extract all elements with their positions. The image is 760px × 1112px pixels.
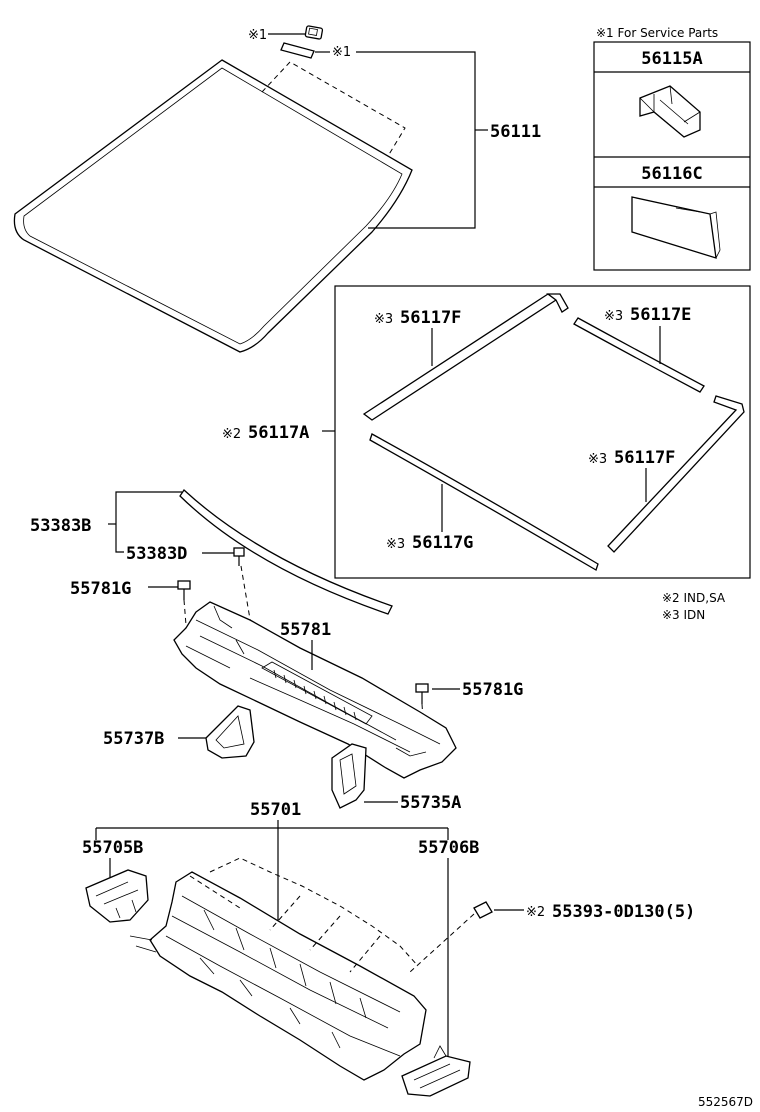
mark-1-sticker: ※1 <box>332 45 351 60</box>
moulding-56117E[interactable] <box>573 317 705 393</box>
cowl-louver-55781[interactable] <box>173 601 457 779</box>
moulding-56117F-top[interactable] <box>362 293 569 421</box>
callout-55701 <box>96 820 448 930</box>
part-label-55735A[interactable]: 55735A <box>400 793 461 813</box>
cowl-panel-55701[interactable] <box>129 871 427 1081</box>
part-label-56117G[interactable]: 56117G <box>412 533 473 553</box>
glass-sticker-part[interactable] <box>280 42 315 59</box>
callout-56111 <box>356 51 488 229</box>
screw-55781G-left[interactable] <box>177 580 191 600</box>
part-label-55781G-left[interactable]: 55781G <box>70 579 131 599</box>
diagram-id: 552567D <box>698 1095 753 1109</box>
moulding-kit-box <box>334 285 751 579</box>
bracket-55706B[interactable] <box>401 1045 471 1097</box>
part-label-56117A[interactable]: 56117A <box>248 423 309 443</box>
clip-56115A-drawing[interactable] <box>639 85 701 138</box>
part-label-56117F-right[interactable]: 56117F <box>614 448 675 468</box>
part-label-55705B[interactable]: 55705B <box>82 838 143 858</box>
seal-55735A[interactable] <box>331 743 367 809</box>
note-3: ※3 IDN <box>662 608 705 622</box>
bracket-55705B[interactable] <box>85 869 149 923</box>
service-parts-header: ※1 For Service Parts <box>596 26 718 40</box>
glass-clip-part[interactable] <box>304 25 324 40</box>
part-label-55393-0D130[interactable]: 55393-0D130(5) <box>552 902 695 922</box>
seal-55737B[interactable] <box>205 705 255 759</box>
mark-2-55393: ※2 <box>526 905 545 920</box>
clip-55393-0D130[interactable] <box>473 901 493 919</box>
part-label-55701[interactable]: 55701 <box>250 800 301 820</box>
part-label-56111[interactable]: 56111 <box>490 122 541 142</box>
mark-3-56117F-top: ※3 <box>374 312 393 327</box>
service-part-56115A-label[interactable]: 56115A <box>641 49 702 69</box>
moulding-56117G[interactable] <box>369 433 599 571</box>
part-label-56117E[interactable]: 56117E <box>630 305 691 325</box>
mark-3-56117F-right: ※3 <box>588 452 607 467</box>
service-part-56116C-label[interactable]: 56116C <box>641 164 702 184</box>
mark-2-56117A: ※2 <box>222 427 241 442</box>
strip-56116C-drawing[interactable] <box>631 196 721 259</box>
panel-dashed-outline <box>189 857 419 973</box>
part-label-53383B[interactable]: 53383B <box>30 516 91 536</box>
service-parts-box <box>593 41 751 271</box>
part-label-56117F-top[interactable]: 56117F <box>400 308 461 328</box>
mark-3-56117G: ※3 <box>386 537 405 552</box>
service-parts-dashed-area <box>261 61 406 157</box>
part-label-55781G-right[interactable]: 55781G <box>462 680 523 700</box>
part-label-53383D[interactable]: 53383D <box>126 544 187 564</box>
part-label-55737B[interactable]: 55737B <box>103 729 164 749</box>
weatherstrip-53383B[interactable] <box>179 489 393 615</box>
note-2: ※2 IND,SA <box>662 591 726 605</box>
callout-53383B <box>108 491 182 553</box>
part-label-55706B[interactable]: 55706B <box>418 838 479 858</box>
moulding-56117F-right[interactable] <box>607 395 745 553</box>
part-label-55781[interactable]: 55781 <box>280 620 331 640</box>
mark-1-clip: ※1 <box>248 28 267 43</box>
windshield-glass[interactable] <box>13 59 413 353</box>
mark-3-56117E: ※3 <box>604 309 623 324</box>
screw-55781G-right[interactable] <box>415 683 429 704</box>
clip-53383D[interactable] <box>233 547 245 566</box>
